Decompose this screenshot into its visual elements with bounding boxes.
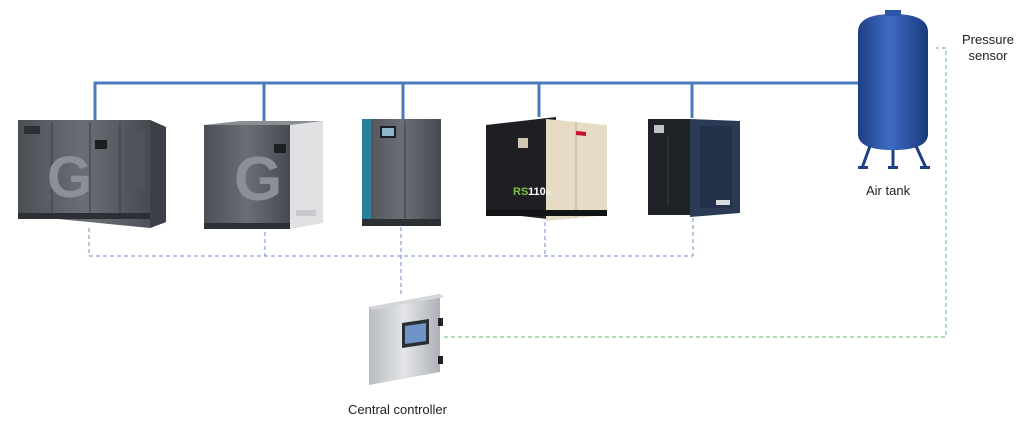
- compressor-5: [648, 119, 740, 217]
- central-controller-label: Central controller: [348, 402, 447, 417]
- air-tank-label: Air tank: [866, 183, 911, 198]
- compressor-3: [362, 119, 441, 226]
- pressure-sensor-label: Pressure sensor: [948, 32, 1024, 64]
- compressor-2-g-logo: G: [234, 145, 282, 214]
- compressor-1-g-logo: G: [47, 145, 92, 210]
- compressor-1: G: [18, 120, 166, 228]
- air-pipe-network: [93, 81, 858, 124]
- rs-model-label: RS: [513, 186, 528, 198]
- pressure-sensor-label-line1: Pressure: [961, 32, 1015, 47]
- control-signal-bus: [88, 218, 694, 294]
- pressure-sensor-line: [444, 47, 947, 338]
- central-controller: [369, 294, 444, 385]
- rs-suffix-label: ie: [546, 191, 551, 197]
- compressor-2: G: [204, 121, 323, 229]
- compressor-4: RS 110 ie: [486, 117, 607, 221]
- pressure-sensor-label-line2: sensor: [968, 48, 1008, 63]
- rs-number-label: 110: [528, 186, 546, 198]
- air-tank: [858, 10, 930, 169]
